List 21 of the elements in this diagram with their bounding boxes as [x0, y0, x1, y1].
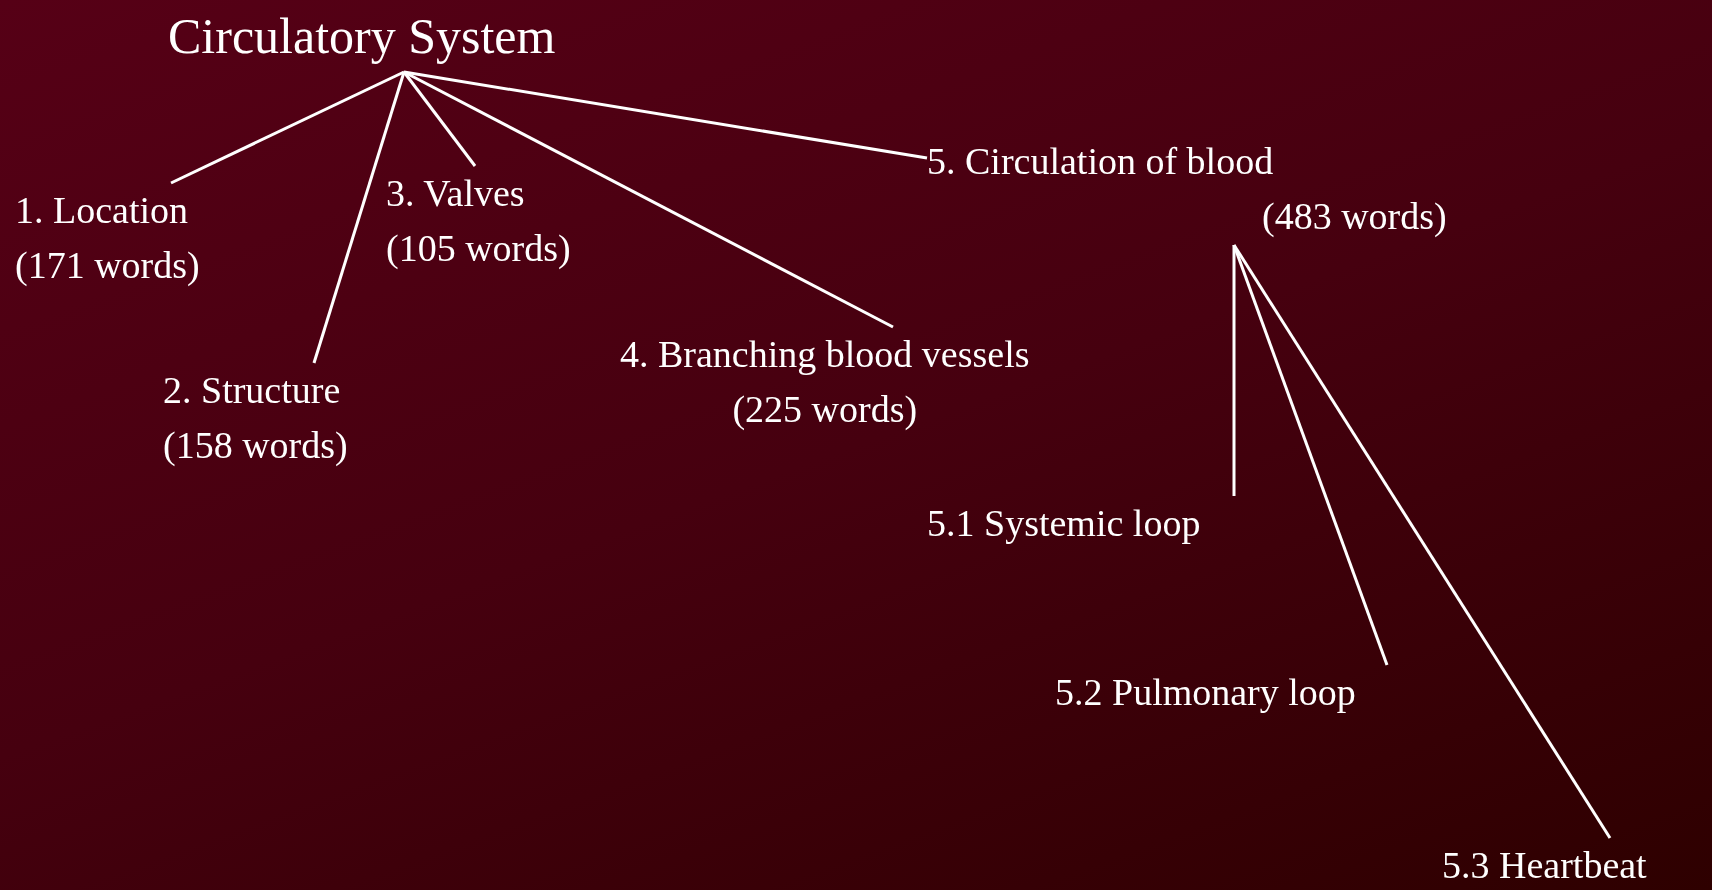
topic-label: 5. Circulation of blood	[927, 139, 1275, 184]
topic-label: 5.3 Heartbeat	[1442, 843, 1647, 888]
connector-line	[1232, 244, 1389, 666]
connector-line	[403, 70, 928, 160]
word-count: (483 words)	[1261, 194, 1447, 239]
word-count: (171 words)	[15, 243, 200, 288]
topic-label: 5.2 Pulmonary loop	[1055, 670, 1356, 715]
topic-label: 2. Structure	[163, 368, 342, 413]
topic-label: 1. Location	[15, 188, 190, 233]
word-count: (225 words)	[731, 387, 919, 432]
connector-line	[1232, 245, 1236, 496]
connector-line	[402, 71, 477, 167]
title: Circulatory System	[168, 7, 556, 66]
word-count: (158 words)	[163, 423, 348, 468]
topic-label: 4. Branching blood vessels	[620, 332, 1030, 377]
topic-label: 5.1 Systemic loop	[927, 501, 1201, 546]
word-count: (105 words)	[386, 226, 571, 271]
topic-label: 3. Valves	[386, 171, 526, 216]
connector-line	[312, 71, 406, 364]
connector-line	[1232, 244, 1612, 839]
connector-line	[170, 70, 405, 185]
